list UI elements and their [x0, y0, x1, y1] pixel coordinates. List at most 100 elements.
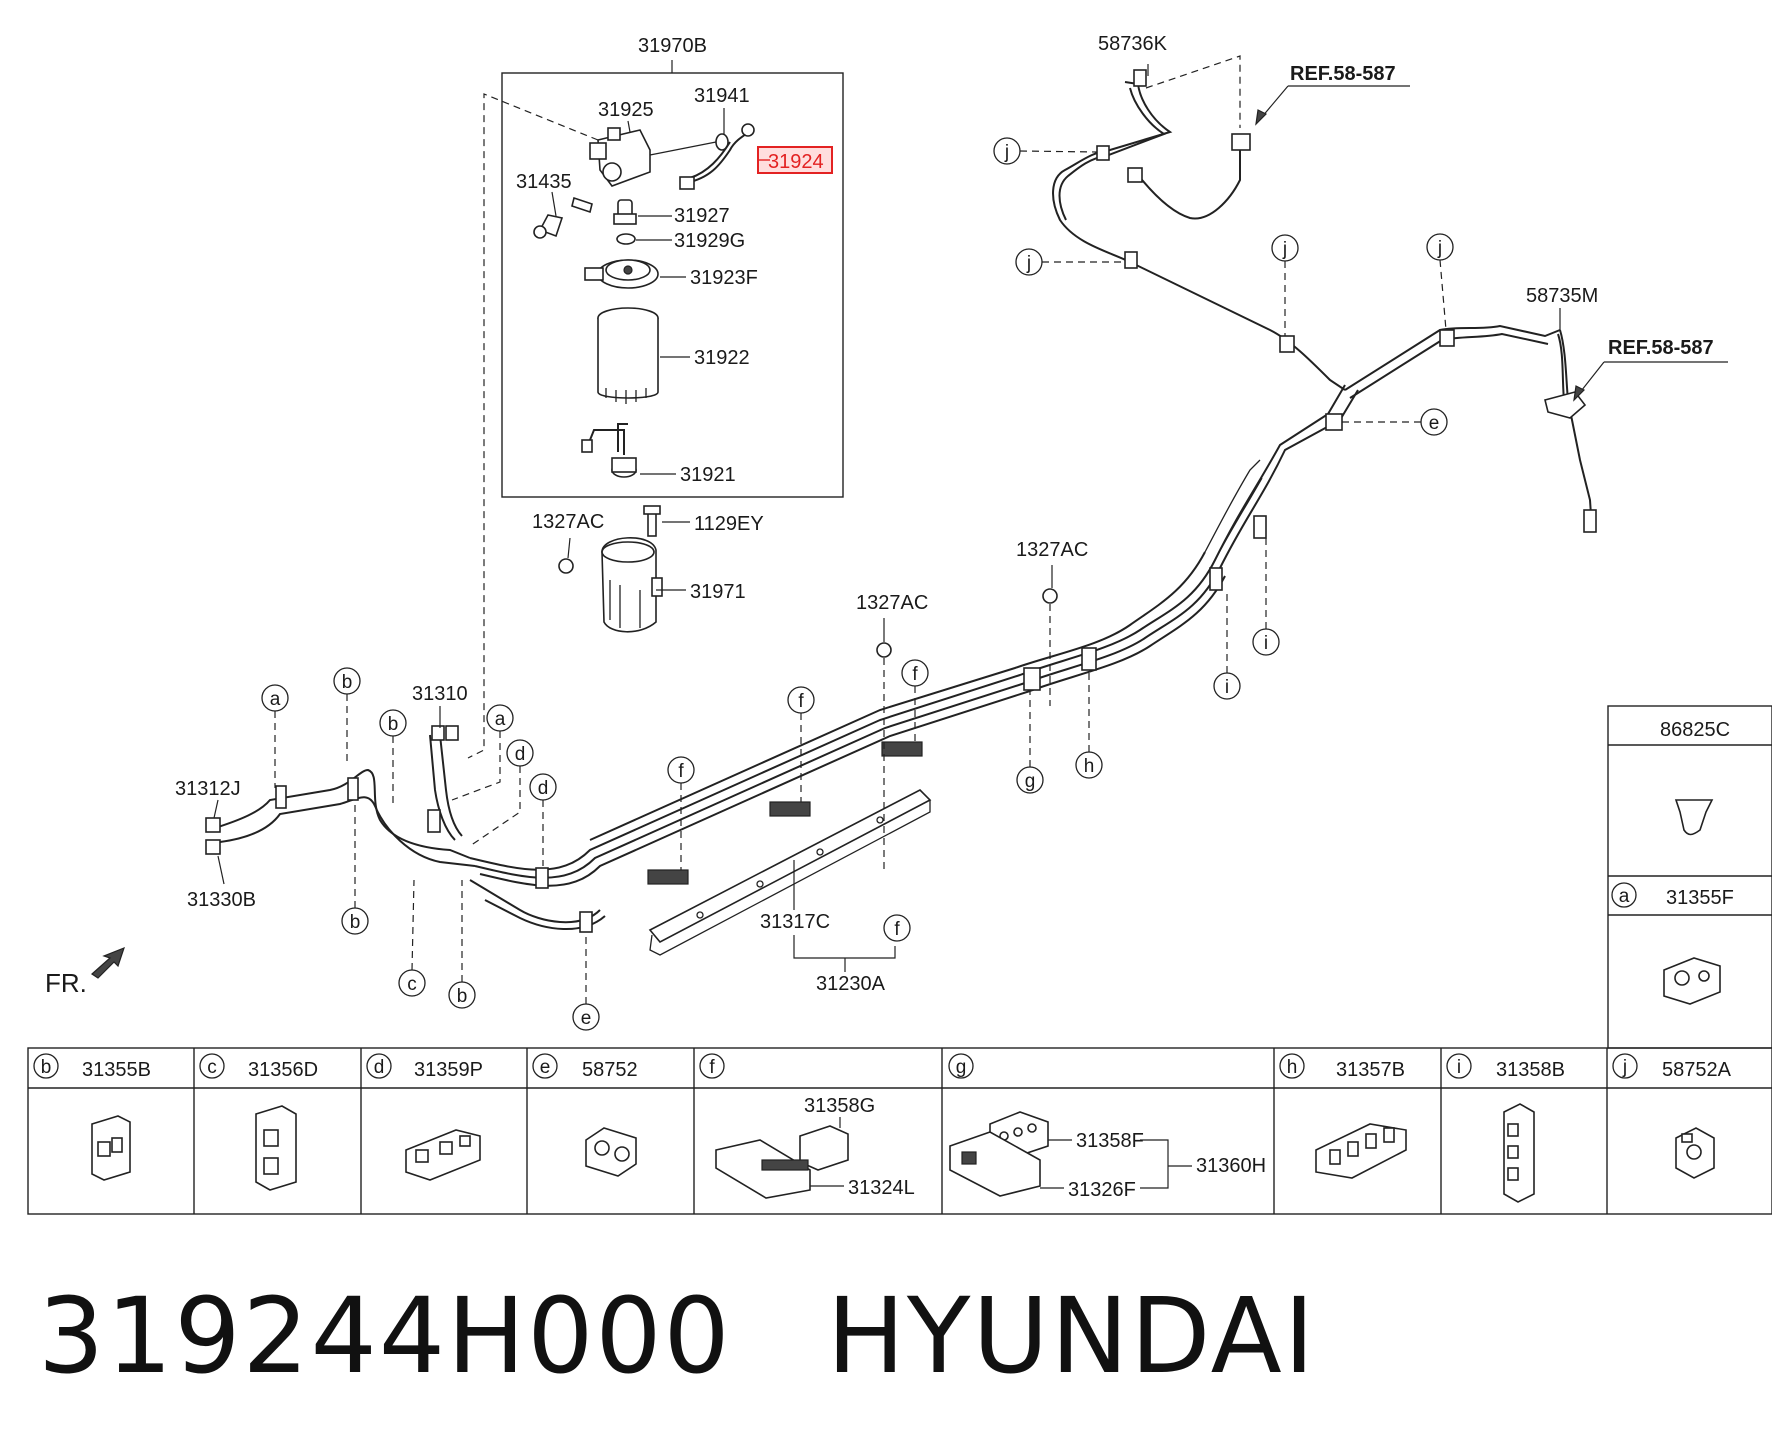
clip-j-1[interactable]: [1096, 145, 1110, 161]
clip-j-3[interactable]: [1279, 335, 1295, 353]
label-31925[interactable]: 31925: [598, 99, 654, 121]
callout-f-1-text: f: [678, 761, 684, 782]
label-31435[interactable]: 31435: [516, 171, 572, 193]
legend-g-31358F[interactable]: 31358F: [1076, 1130, 1144, 1152]
sensor-harness-31924[interactable]: [679, 123, 755, 190]
legend-i-part[interactable]: 31358B: [1496, 1059, 1565, 1081]
footer-brand: HYUNDAI: [826, 1275, 1317, 1397]
callout-a-2-text: a: [495, 709, 506, 730]
legend-b-letter: b: [41, 1057, 52, 1078]
side-legend-31355F[interactable]: 31355F: [1666, 887, 1734, 909]
clip-j-2[interactable]: [1124, 251, 1138, 269]
callout-f-2-text: f: [798, 691, 804, 712]
callout-b-2-text: b: [388, 714, 399, 735]
filter-cartridge-31922[interactable]: [597, 307, 659, 404]
legend-c-part[interactable]: 31356D: [248, 1059, 318, 1081]
clip-31355B-icon: [91, 1115, 131, 1181]
callout-b-3-text: b: [350, 912, 361, 933]
bolt-1129EY[interactable]: [643, 505, 661, 537]
label-31310[interactable]: 31310: [412, 683, 468, 705]
legend-h-part[interactable]: 31357B: [1336, 1059, 1405, 1081]
label-31922[interactable]: 31922: [694, 347, 750, 369]
highlight-31924: [757, 146, 833, 174]
label-31970B[interactable]: 31970B: [638, 35, 707, 57]
brake-hose-bracket[interactable]: [1544, 391, 1587, 419]
clip-31356D-icon: [255, 1105, 297, 1191]
callout-f-4[interactable]: [883, 914, 911, 942]
connector-31312J[interactable]: [205, 817, 221, 833]
callout-a-1-text: a: [270, 689, 281, 710]
filter-head-31925[interactable]: [589, 127, 651, 187]
legend-c-letter: c: [207, 1057, 217, 1078]
label-31312J[interactable]: 31312J: [175, 778, 241, 800]
label-31941[interactable]: 31941: [694, 85, 750, 107]
label-31923F[interactable]: 31923F: [690, 267, 758, 289]
clip-e[interactable]: [1325, 413, 1343, 431]
rail-31317C[interactable]: [647, 741, 932, 956]
clip-58752-icon: [585, 1127, 637, 1177]
legend-g-31360H[interactable]: 31360H: [1196, 1155, 1266, 1177]
legend-f-31358G[interactable]: 31358G: [804, 1095, 875, 1117]
label-ref-58-587-b[interactable]: REF.58-587: [1608, 337, 1714, 359]
nut-1327AC[interactable]: [558, 558, 574, 574]
label-31929G[interactable]: 31929G: [674, 230, 745, 252]
callout-e-2-text: e: [1429, 413, 1440, 434]
clip-31358B-icon: [1503, 1103, 1535, 1203]
heater-31923F[interactable]: [584, 259, 659, 289]
legend-b-part[interactable]: 31355B: [82, 1059, 151, 1081]
bracket-31971[interactable]: [601, 537, 663, 633]
callout-i-1-text: i: [1225, 677, 1229, 698]
brake-lines: [1052, 69, 1597, 533]
legend-d-part[interactable]: 31359P: [414, 1059, 483, 1081]
label-ref-58-587-a[interactable]: REF.58-587: [1290, 63, 1396, 85]
label-31317C[interactable]: 31317C: [760, 911, 830, 933]
legend-g-31326F[interactable]: 31326F: [1068, 1179, 1136, 1201]
legend-e-letter: e: [540, 1057, 551, 1078]
label-58736K[interactable]: 58736K: [1098, 33, 1168, 55]
drain-plug-31927[interactable]: [613, 199, 637, 225]
label-31971[interactable]: 31971: [690, 581, 746, 603]
bracket-31435[interactable]: [533, 196, 593, 239]
legend-e-part[interactable]: 58752: [582, 1059, 638, 1081]
clip-31355F-icon: [1663, 957, 1721, 1005]
label-31230A[interactable]: 31230A: [816, 973, 886, 995]
front-arrow-icon: [91, 946, 125, 979]
clip-31357B-icon: [1315, 1123, 1407, 1179]
clip-j-4[interactable]: [1439, 329, 1455, 347]
legend-j-letter: j: [1622, 1057, 1627, 1078]
label-1327AC-c[interactable]: 1327AC: [856, 592, 928, 614]
callout-c-text: c: [407, 974, 417, 995]
label-1327AC-a[interactable]: 1327AC: [532, 511, 604, 533]
clip-31358G-icon: [715, 1125, 849, 1199]
label-31330B[interactable]: 31330B: [187, 889, 256, 911]
callout-f-3-text: f: [912, 664, 918, 685]
label-1327AC-b[interactable]: 1327AC: [1016, 539, 1088, 561]
callouts: a a b b b b c d d e e: [261, 137, 1454, 1031]
legend-f-31324L[interactable]: 31324L: [848, 1177, 915, 1199]
callout-i-2-text: i: [1264, 633, 1268, 654]
legend-i-letter: i: [1457, 1057, 1461, 1078]
filter-assembly: 31970B 31925 31941 31924: [467, 35, 844, 759]
fuel-lines: [205, 384, 1359, 933]
label-31924[interactable]: 31924: [768, 151, 824, 173]
seal-31929G[interactable]: [616, 233, 636, 245]
connector-31330B[interactable]: [205, 839, 221, 855]
clip-31358F-icon: [949, 1111, 1049, 1197]
water-sensor-31921[interactable]: [581, 423, 637, 478]
side-legend-86825C[interactable]: 86825C: [1660, 719, 1730, 741]
label-58735M[interactable]: 58735M: [1526, 285, 1598, 307]
legend-j-part[interactable]: 58752A: [1662, 1059, 1732, 1081]
nut-1327AC-b[interactable]: [1042, 588, 1058, 604]
label-1129EY[interactable]: 1129EY: [694, 513, 764, 535]
callout-b-4-text: b: [457, 986, 468, 1007]
filter-assembly-frame: [501, 72, 844, 498]
nut-1327AC-c[interactable]: [876, 642, 892, 658]
label-31921[interactable]: 31921: [680, 464, 736, 486]
callout-f-4-text: f: [894, 919, 900, 940]
label-31927[interactable]: 31927: [674, 205, 730, 227]
legend-table: b 31355B c 31356D d 31359P e 58752: [27, 1047, 1772, 1215]
label-fr: FR.: [45, 968, 87, 998]
front-direction: FR.: [45, 946, 125, 998]
